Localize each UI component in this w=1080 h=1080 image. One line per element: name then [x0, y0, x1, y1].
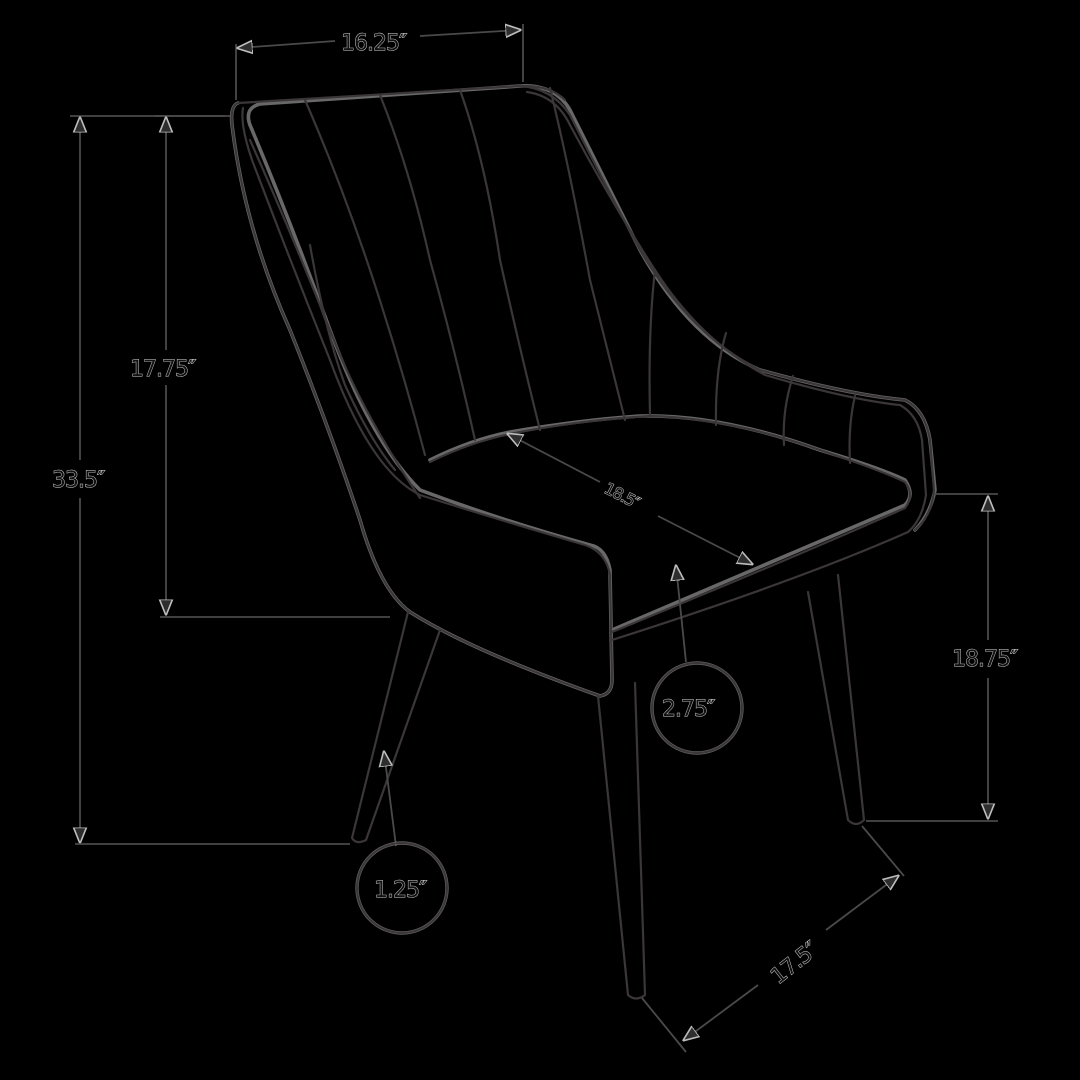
back-width-label: 16.25″: [341, 31, 407, 56]
channel-line-3: [458, 88, 542, 432]
leg-width-callout-circle: [356, 842, 448, 934]
backrest-inner-left: [241, 106, 614, 682]
arm-channel-3: [848, 394, 857, 465]
arm-channel-1: [714, 331, 728, 427]
overall-height-label: 33.5″: [52, 468, 105, 493]
seat-depth-label: 18.5″: [601, 479, 643, 513]
channel-line-1: [303, 98, 427, 457]
dimension-lines: [70, 24, 998, 1053]
leg-back-left: [350, 610, 442, 844]
seat-height-label: 18.75″: [952, 647, 1018, 672]
dimension-labels: 16.25″ 33.5″ 17.75″ 18.5″ 18.75″ 2.75″ 1…: [52, 31, 1020, 991]
leg-front-right: [806, 573, 866, 826]
seat-front-right: [610, 480, 912, 634]
chair-outline: [229, 84, 937, 1000]
channel-line-4: [548, 86, 627, 422]
leg-span-label: 17.5″: [766, 937, 823, 989]
backrest-side-seam: [308, 243, 397, 472]
channel-line-2: [378, 93, 477, 442]
seat-front-lower: [610, 530, 910, 642]
arm-channel-2: [782, 374, 795, 447]
channel-line-5: [648, 268, 657, 417]
arm-outer-2: [525, 90, 928, 534]
seat-thickness-label: 2.75″: [662, 697, 715, 722]
seat-back-edge: [428, 414, 907, 484]
seat-thickness-callout-circle: [651, 662, 743, 754]
arm-outer: [518, 84, 936, 532]
back-height-label: 17.75″: [130, 357, 196, 382]
backrest-outer: [230, 101, 614, 698]
backrest-inner-left-2: [248, 138, 422, 500]
leg-width-label: 1.25″: [374, 878, 427, 903]
leg-front-left: [596, 681, 647, 1000]
